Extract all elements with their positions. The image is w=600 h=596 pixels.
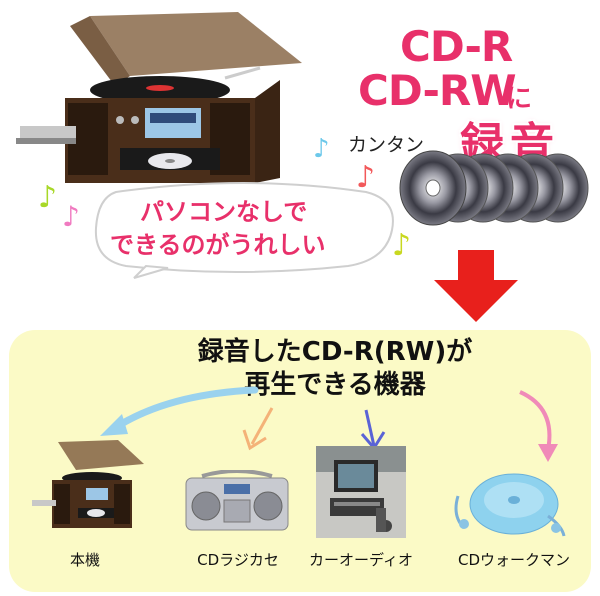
cd-walkman-icon <box>454 473 566 537</box>
bubble-line1: パソコンなしで <box>140 198 308 226</box>
car-audio-icon <box>316 446 406 538</box>
headline-particle: に <box>506 84 533 114</box>
music-note-icon: ♪ <box>356 160 376 195</box>
panel-title-line1: 録音したCD-R(RW)が <box>197 337 473 367</box>
panel-title-line2: 再生できる機器 <box>244 370 426 400</box>
panel-title: 録音したCD-R(RW)が 再生できる機器 <box>180 336 490 402</box>
boombox-icon <box>185 470 289 531</box>
curved-arrows <box>100 386 558 462</box>
device-label-cd-radio-cassette: CDラジカセ <box>197 551 279 569</box>
headline-cd-rw: CD-RW <box>358 66 517 115</box>
music-note-icon: ♪ <box>392 228 412 263</box>
device-label-car-audio: カーオーディオ <box>309 551 413 569</box>
music-note-icon: ♪ <box>62 200 80 233</box>
headline-cd-r: CD-R <box>400 22 513 71</box>
cd-stack-icon <box>399 150 589 226</box>
bubble-line2: できるのがうれしい <box>110 231 326 259</box>
turntable-product-icon <box>16 12 302 183</box>
turntable-icon <box>32 440 144 528</box>
speech-bubble <box>94 182 394 279</box>
headline-easy: カンタン <box>348 134 425 156</box>
music-note-icon: ♪ <box>313 134 330 164</box>
device-label-main-unit: 本機 <box>69 551 100 569</box>
music-note-icon: ♪ <box>38 180 58 215</box>
device-label-cd-walkman: CDウォークマン <box>457 551 571 569</box>
arrow-down-icon <box>434 250 518 322</box>
